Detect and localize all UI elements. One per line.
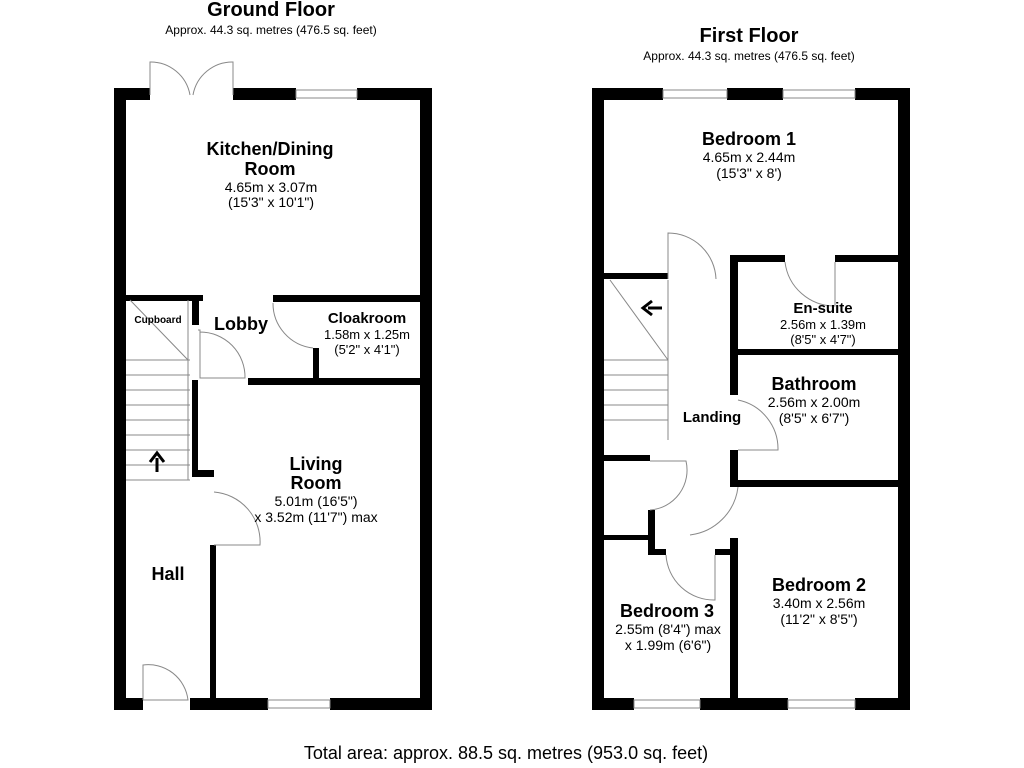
ground-floor-fixtures bbox=[126, 61, 358, 709]
bedroom3-name: Bedroom 3 bbox=[619, 601, 715, 621]
cloakroom-dim-m: 1.58m x 1.25m bbox=[324, 327, 410, 342]
total-area: Total area: approx. 88.5 sq. metres (953… bbox=[303, 743, 709, 763]
hall-name: Hall bbox=[151, 564, 185, 584]
ensuite-dim-ft: (8'5" x 4'7") bbox=[790, 332, 856, 347]
living-dim-1: 5.01m (16'5") bbox=[274, 493, 358, 509]
first-floor-area: Approx. 44.3 sq. metres (476.5 sq. feet) bbox=[643, 49, 855, 63]
ensuite-name: En-suite bbox=[793, 300, 853, 317]
stair-down-arrow-icon bbox=[640, 299, 662, 317]
bedroom1-dim-m: 4.65m x 2.44m bbox=[702, 149, 796, 165]
living-name-1: Living bbox=[289, 454, 343, 474]
bedroom3-dim-1: 2.55m (8'4") max bbox=[615, 621, 721, 637]
ground-floor-title: Ground Floor bbox=[207, 0, 335, 21]
bedroom1-name: Bedroom 1 bbox=[701, 129, 797, 149]
cloakroom-name: Cloakroom bbox=[327, 310, 407, 327]
bathroom-dim-m: 2.56m x 2.00m bbox=[767, 394, 861, 410]
bedroom2-dim-m: 3.40m x 2.56m bbox=[772, 595, 866, 611]
first-floor-fixtures bbox=[604, 89, 856, 709]
first-floor-title: First Floor bbox=[699, 25, 799, 47]
living-dim-2: x 3.52m (11'7") max bbox=[254, 509, 378, 525]
kitchen-dim-m: 4.65m x 3.07m bbox=[224, 179, 318, 195]
ground-floor-walls bbox=[114, 88, 432, 710]
bedroom2-dim-ft: (11'2" x 8'5") bbox=[780, 611, 858, 627]
bedroom3-dim-2: x 1.99m (6'6") bbox=[624, 637, 712, 653]
ensuite-dim-m: 2.56m x 1.39m bbox=[780, 317, 866, 332]
kitchen-dim-ft: (15'3" x 10'1") bbox=[227, 194, 315, 210]
stair-up-arrow-icon bbox=[148, 450, 166, 472]
bathroom-name: Bathroom bbox=[771, 374, 857, 394]
cupboard-name: Cupboard bbox=[134, 315, 182, 326]
kitchen-name-2: Room bbox=[244, 159, 296, 179]
bedroom1-dim-ft: (15'3" x 8') bbox=[716, 165, 782, 181]
cloakroom-dim-ft: (5'2" x 4'1") bbox=[334, 342, 400, 357]
bedroom2-name: Bedroom 2 bbox=[771, 575, 867, 595]
landing-name: Landing bbox=[682, 409, 742, 426]
first-floor-walls bbox=[592, 88, 910, 710]
bathroom-dim-ft: (8'5" x 6'7") bbox=[778, 410, 850, 426]
lobby-name: Lobby bbox=[214, 314, 268, 334]
kitchen-name-1: Kitchen/Dining bbox=[206, 139, 334, 159]
ground-floor-area: Approx. 44.3 sq. metres (476.5 sq. feet) bbox=[165, 23, 377, 37]
living-name-2: Room bbox=[290, 473, 342, 493]
